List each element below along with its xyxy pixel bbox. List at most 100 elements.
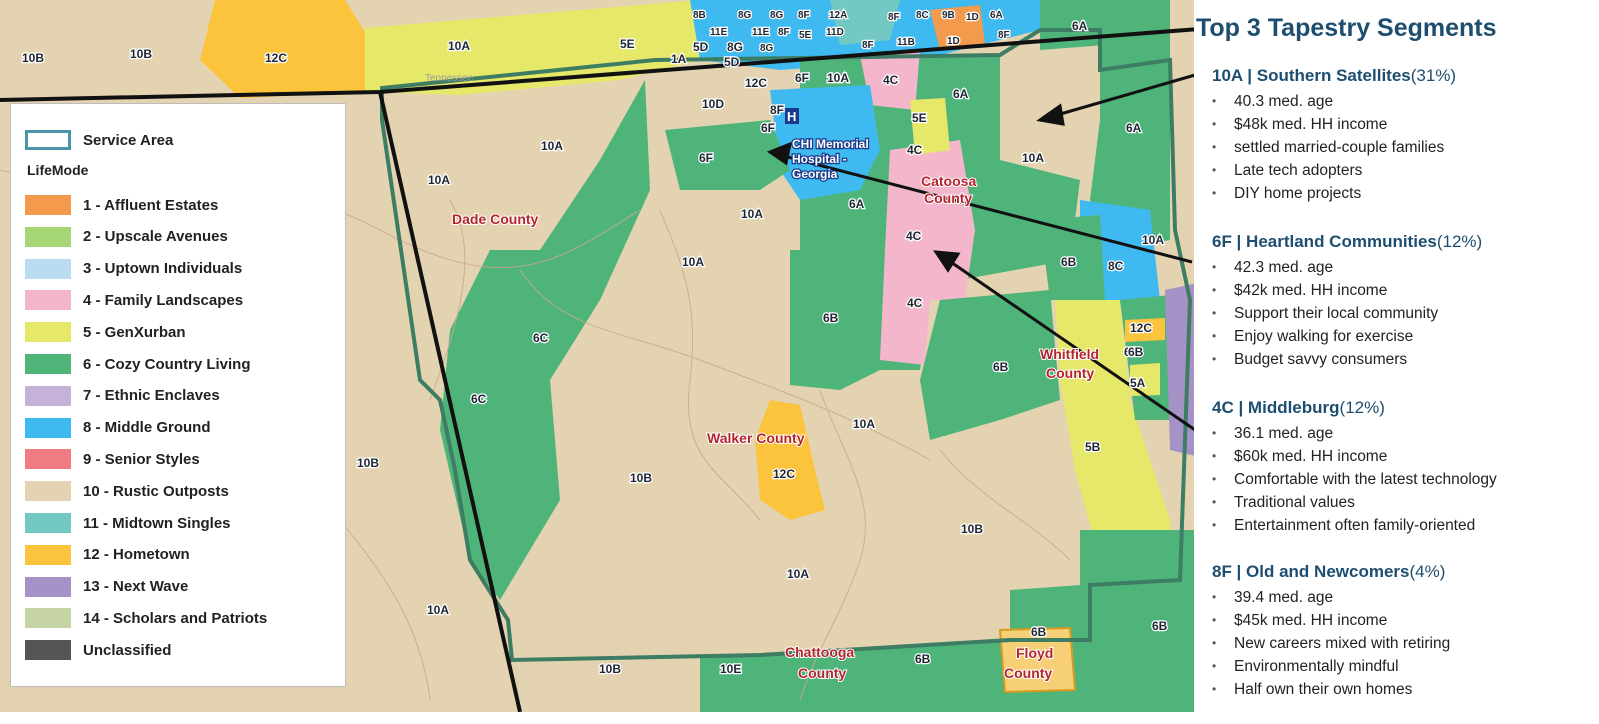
segment-bullet: Half own their own homes [1212, 678, 1450, 701]
segment-label: 11E [710, 27, 728, 38]
segment-label: 6A [1126, 121, 1142, 135]
segment-label: 12A [829, 10, 847, 21]
segment-label: 9B [942, 10, 955, 21]
legend-item-label: 14 - Scholars and Patriots [83, 609, 268, 627]
segment-label: 4C [907, 143, 923, 157]
segment-label: 8G [770, 10, 784, 21]
segment-label: 1A [671, 52, 687, 66]
segment-bullet: settled married-couple families [1212, 136, 1456, 159]
legend-item-label: 10 - Rustic Outposts [83, 482, 229, 500]
legend-item-label: 7 - Ethnic Enclaves [83, 387, 220, 405]
region-4c-catoosa [880, 140, 975, 365]
segment-label: 6B [1061, 255, 1077, 269]
arrow-6f-head [766, 141, 793, 166]
county-label-catoosa-1: Catoosa [921, 173, 976, 189]
segment-label: 10A [787, 567, 809, 581]
county-label-floyd-2: County [1004, 665, 1052, 681]
hospital-label-line-3: Georgia [792, 167, 838, 181]
segment-bullet: Late tech adopters [1212, 159, 1456, 182]
panel-title: Top 3 Tapestry Segments [1196, 14, 1497, 42]
segment-bullet: Support their local community [1212, 302, 1482, 325]
segment-label: 10B [22, 51, 44, 65]
map-legend: Service Area LifeMode 1 - Affluent Estat… [10, 103, 346, 687]
legend-item-label: 5 - GenXurban [83, 323, 186, 341]
legend-swatch [25, 354, 71, 374]
segment-label: 8F [998, 30, 1010, 41]
segment-label: 10A [1022, 151, 1044, 165]
segment-bullet: $45k med. HH income [1212, 609, 1450, 632]
segment-label: 8F [862, 40, 874, 51]
segment-label: 10A [741, 207, 763, 221]
segment-block-10a: 10A | Southern Satellites(31%) 40.3 med.… [1212, 66, 1456, 205]
segment-label: 10A [853, 417, 875, 431]
callout-arrows [766, 73, 1199, 434]
segment-label: 5E [799, 30, 812, 41]
county-label-dade: Dade County [452, 211, 539, 227]
arrow-10a-head [1036, 103, 1065, 126]
segment-label: 12C [265, 51, 287, 65]
segment-label: 5D [693, 40, 709, 54]
segment-bullet: 42.3 med. age [1212, 256, 1482, 279]
segment-label: 6B [915, 652, 931, 666]
segment-bullets: 40.3 med. age $48k med. HH income settle… [1212, 90, 1456, 205]
region-6b-central [920, 290, 1060, 440]
legend-item-label: 13 - Next Wave [83, 578, 189, 596]
segment-label: 5D [724, 55, 740, 69]
county-label-chattooga-1: Chattooga [785, 644, 854, 660]
legend-item: 12 - Hometown [25, 544, 190, 566]
segment-label: 10A [827, 71, 849, 85]
legend-item-label: 6 - Cozy Country Living [83, 355, 251, 373]
segment-label: 6A [990, 10, 1003, 21]
hospital-marker[interactable]: H [785, 108, 799, 124]
region-6b-north [790, 250, 880, 390]
segment-label: 5E [912, 111, 927, 125]
region-12c-north [200, 0, 370, 98]
segment-label: 12C [745, 76, 767, 90]
segment-bullet: Comfortable with the latest technology [1212, 468, 1497, 491]
segment-label: 11D [826, 27, 844, 38]
legend-swatch [25, 195, 71, 215]
legend-item-label: 12 - Hometown [83, 546, 190, 564]
segment-label: 11B [897, 37, 915, 48]
legend-item-label: 9 - Senior Styles [83, 450, 200, 468]
segment-label: 6C [471, 392, 487, 406]
segment-label: 10A [448, 39, 470, 53]
legend-item: 11 - Midtown Singles [25, 512, 231, 534]
county-label-walker: Walker County [707, 430, 805, 446]
legend-item: 10 - Rustic Outposts [25, 480, 229, 502]
region-midtown [830, 0, 900, 45]
segment-label: 6A [953, 87, 969, 101]
segment-share: (31%) [1410, 66, 1457, 85]
segment-labels: 10B 10B 12C 10A 5E 1A 5D 8G 5D 10A 12C 6… [21, 9, 1169, 678]
legend-swatch [25, 449, 71, 470]
segment-code-name: 4C | Middleburg [1212, 398, 1340, 417]
segment-heading: 8F | Old and Newcomers(4%) [1212, 562, 1450, 582]
segment-bullet: $42k med. HH income [1212, 279, 1482, 302]
road-3 [659, 209, 761, 521]
segment-label: 12C [1130, 321, 1152, 335]
segment-bullet: Entertainment often family-oriented [1212, 514, 1497, 537]
legend-item-label: 1 - Affluent Estates [83, 196, 219, 214]
legend-swatch [25, 576, 71, 597]
segment-label: 6B [1152, 619, 1168, 633]
region-affluent [930, 5, 985, 50]
segment-bullet: Traditional values [1212, 491, 1497, 514]
segment-label: 8C [916, 10, 929, 21]
segment-share: (12%) [1339, 398, 1385, 417]
county-label-whitfield-1: Whitfield [1040, 346, 1099, 362]
segment-bullet: Environmentally mindful [1212, 655, 1450, 678]
segment-label: 5A [1130, 376, 1146, 390]
hospital-icon[interactable] [785, 108, 799, 124]
legend-swatch [25, 258, 71, 279]
legend-item: Unclassified [25, 639, 171, 661]
county-label-floyd-1: Floyd [1016, 645, 1053, 661]
segment-label: 10A [1142, 233, 1164, 247]
hospital-label-line-2: Hospital - [792, 152, 847, 166]
segment-label: 8F [798, 10, 810, 21]
segment-label: 5E [620, 37, 635, 51]
region-5e-catoosa [910, 98, 950, 155]
legend-item: 13 - Next Wave [25, 576, 188, 598]
segment-label: 8F [778, 27, 790, 38]
segment-block-8f: 8F | Old and Newcomers(4%) 39.4 med. age… [1212, 562, 1450, 701]
segment-label: 6A [849, 197, 865, 211]
